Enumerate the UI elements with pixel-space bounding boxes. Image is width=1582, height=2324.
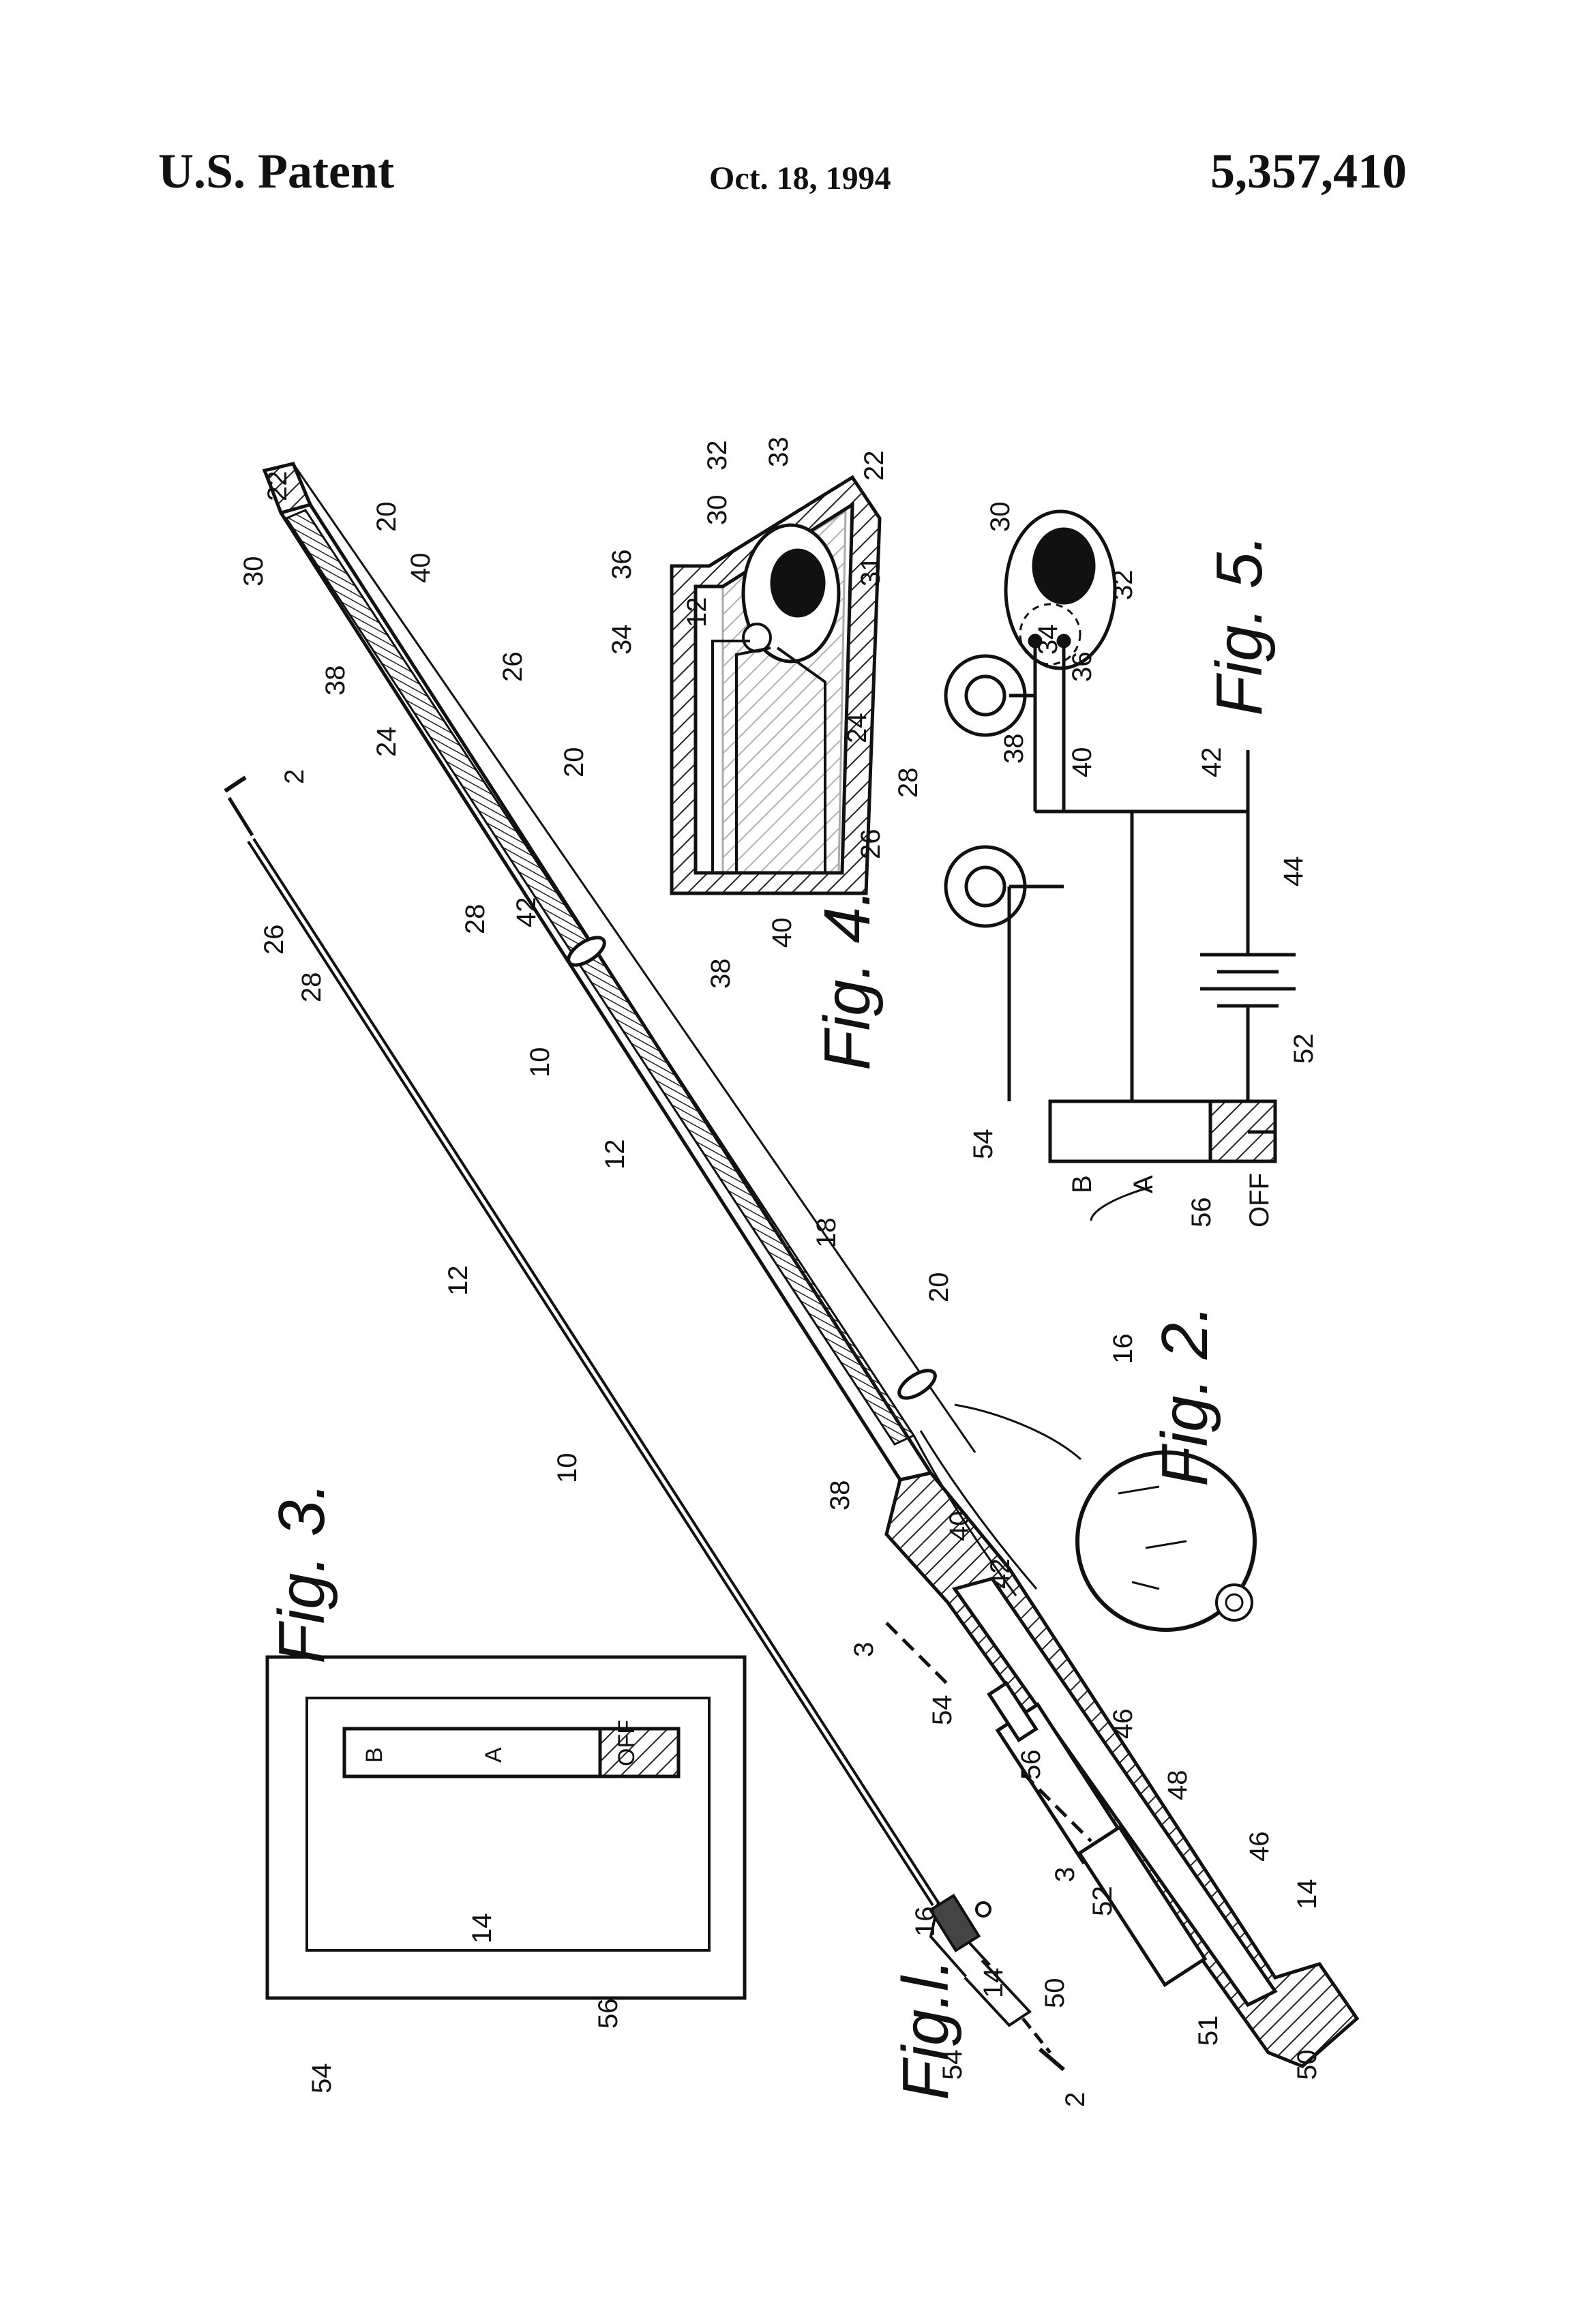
fig3-switch-a: A: [481, 1747, 507, 1763]
ref-54: 54: [938, 2050, 968, 2081]
ref-33: 33: [764, 437, 794, 468]
ref-31: 31: [856, 556, 886, 587]
ref-32: 32: [702, 441, 732, 471]
ref-14: 14: [1292, 1879, 1322, 1910]
ref-22: 22: [859, 451, 889, 481]
ref-46: 46: [1244, 1832, 1274, 1862]
ref-36: 36: [607, 550, 637, 580]
ref-36: 36: [1067, 652, 1097, 683]
fig4-tip-detail: [672, 477, 880, 893]
ref-34: 34: [1033, 625, 1063, 655]
ref-10: 10: [552, 1453, 582, 1484]
ref-56: 56: [1186, 1197, 1217, 1228]
ref-42: 42: [511, 897, 541, 928]
fig5-switch-a: A: [1129, 1175, 1159, 1193]
ref-14: 14: [979, 1968, 1009, 1999]
ref-14: 14: [467, 1913, 497, 1944]
fig3-switch-panel: [267, 1657, 745, 1998]
ref-26: 26: [259, 925, 289, 955]
ref-2: 2: [280, 769, 310, 784]
ref-32: 32: [1108, 570, 1138, 601]
ref-22: 22: [263, 471, 293, 502]
ref-12: 12: [600, 1139, 630, 1170]
ref-52: 52: [1289, 1034, 1319, 1064]
ref-24: 24: [372, 727, 402, 758]
ref-40: 40: [1067, 747, 1097, 778]
ref-38: 38: [706, 959, 736, 989]
fig4-label: Fig. 4.: [811, 889, 884, 1071]
ref-38: 38: [825, 1480, 855, 1511]
ref-30: 30: [702, 495, 732, 526]
ref-44: 44: [1279, 856, 1309, 887]
ref-38: 38: [999, 734, 1029, 764]
ref-56: 56: [593, 1999, 623, 2029]
ref-40: 40: [767, 918, 797, 949]
ref-54: 54: [307, 2064, 337, 2094]
ref-18: 18: [811, 1218, 841, 1249]
ref-3: 3: [1050, 1867, 1080, 1882]
ref-2: 2: [1060, 2092, 1090, 2107]
ref-12: 12: [443, 1266, 473, 1296]
ref-38: 38: [320, 666, 350, 696]
ref-28: 28: [297, 972, 327, 1003]
ref-16: 16: [910, 1907, 940, 1937]
ref-24: 24: [842, 713, 872, 744]
fig3-label: Fig. 3.: [265, 1482, 338, 1664]
ref-46: 46: [1108, 1709, 1138, 1740]
ref-30: 30: [239, 556, 269, 587]
ref-12: 12: [682, 597, 712, 628]
ref-50: 50: [1040, 1978, 1070, 2009]
ref-20: 20: [559, 747, 589, 778]
ref-42: 42: [985, 1559, 1015, 1590]
ref-40: 40: [944, 1511, 974, 1542]
fig3-switch-off: OFF: [614, 1720, 640, 1766]
ref-20: 20: [924, 1272, 954, 1303]
ref-54: 54: [968, 1129, 998, 1160]
ref-16: 16: [1108, 1334, 1138, 1365]
ref-34: 34: [607, 625, 637, 655]
fig2-label: Fig. 2.: [1148, 1305, 1221, 1487]
ref-20: 20: [372, 502, 402, 533]
fig5-label: Fig. 5.: [1203, 534, 1276, 716]
ref-28: 28: [893, 768, 923, 799]
ref-10: 10: [525, 1047, 555, 1078]
ref-51: 51: [1193, 2016, 1223, 2046]
ref-52: 52: [1088, 1886, 1118, 1917]
fig5-switch-off: OFF: [1244, 1173, 1274, 1227]
fig3-switch-b: B: [361, 1747, 387, 1763]
ref-3: 3: [849, 1642, 879, 1657]
ref-40: 40: [406, 553, 436, 584]
ref-42: 42: [1197, 747, 1227, 778]
ref-26: 26: [498, 652, 528, 683]
ref-50: 50: [1292, 2050, 1322, 2081]
ref-30: 30: [985, 502, 1015, 533]
ref-28: 28: [460, 904, 490, 935]
ref-48: 48: [1163, 1770, 1193, 1801]
fig5-switch-b: B: [1067, 1175, 1097, 1193]
ref-26: 26: [856, 829, 886, 860]
ref-56: 56: [1016, 1750, 1046, 1781]
ref-54: 54: [927, 1695, 957, 1726]
